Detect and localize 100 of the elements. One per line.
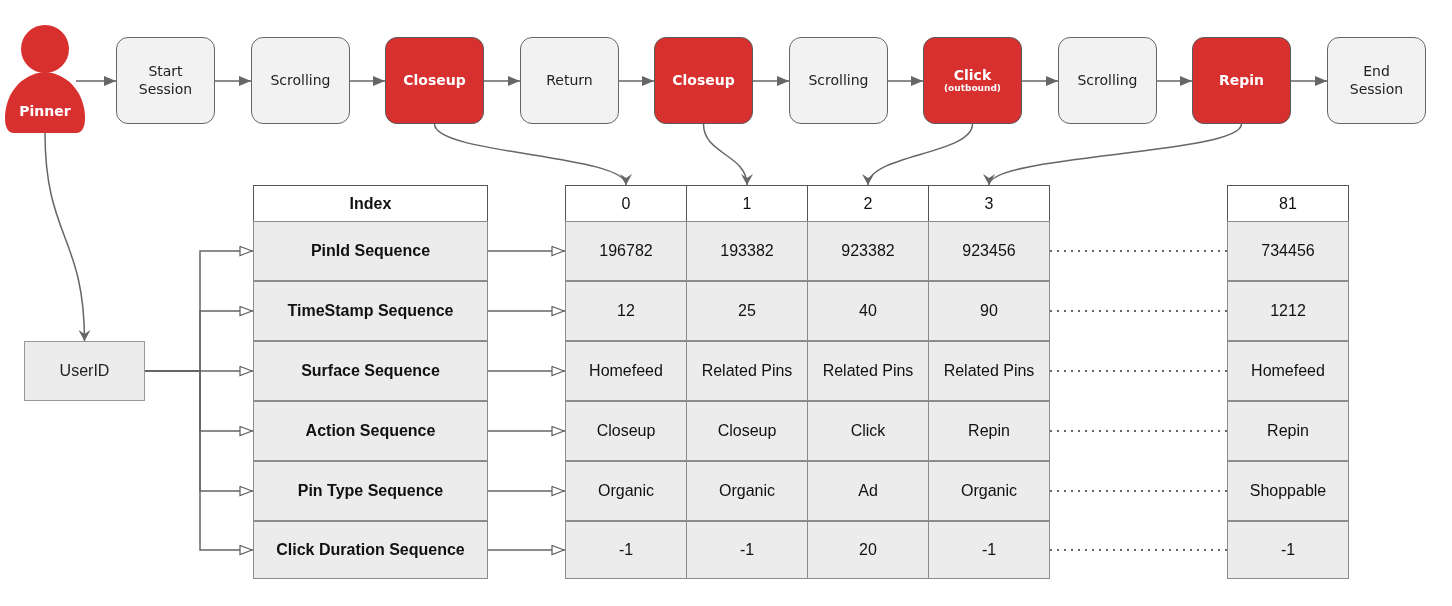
row-header-text: Click Duration Sequence [276,541,465,559]
process-step [520,37,619,124]
table-cell [807,341,929,401]
value-text: 734456 [1261,242,1315,260]
table-cell [565,221,687,281]
value-text: 20 [859,541,877,559]
table-cell [253,521,488,579]
table-cell [686,401,808,461]
row-header-text: PinId Sequence [310,242,431,260]
value-text: 25 [738,302,756,320]
table-cell [928,401,1050,461]
column-number: 3 [984,194,994,213]
arrow [487,365,566,377]
arrow [702,123,752,186]
value-text: -1 [618,541,634,559]
step-label: Closeup [672,71,735,90]
step-label: End Session [1348,63,1405,98]
table-cell [686,341,808,401]
process-step [251,37,350,124]
index-header-text: Index [349,194,392,213]
header-cell [253,185,488,222]
value-text: Organic [719,482,775,500]
value-text: 40 [859,302,877,320]
arrow [487,425,566,437]
table-cell [807,401,929,461]
column-number: 2 [863,194,873,213]
step-label: Click [953,66,992,84]
table-cell [565,521,687,579]
arrow [618,76,655,86]
table-cell [928,521,1050,579]
process-step [1327,37,1426,124]
row-header-text: Pin Type Sequence [297,482,444,500]
table-cell [686,461,808,521]
row-header-text: Action Sequence [305,422,436,440]
value-text: Homefeed [1251,362,1325,380]
value-text: Closeup [717,422,777,440]
arrow [487,305,566,317]
table-cell [807,461,929,521]
arrow [214,76,252,86]
value-text: 196782 [599,242,653,260]
entity-box [24,341,145,401]
arrow [887,76,924,86]
value-text: Ad [858,482,878,500]
arrow [1290,76,1328,86]
column-number: 1 [742,194,752,213]
table-cell [1227,401,1349,461]
arrow [44,132,91,342]
arrow [483,76,521,86]
value-text: Repin [968,422,1010,440]
column-number: 0 [621,194,631,213]
value-text: 923382 [841,242,895,260]
row-header-text: Surface Sequence [301,362,440,380]
value-text: 1212 [1270,302,1306,320]
table-cell [686,221,808,281]
step-label: Scrolling [808,71,869,90]
value-text: Repin [1267,422,1309,440]
arrow [752,76,790,86]
dotted-line [1049,430,1228,432]
table-cell [807,281,929,341]
step-label: Scrolling [1077,71,1138,90]
step-label: Return [546,71,593,90]
arrow [1021,76,1059,86]
person-label: Pinner [19,103,71,120]
value-text: Organic [961,482,1017,500]
action-step [385,37,484,124]
action-step [1192,37,1291,124]
step-label: Repin [1218,71,1265,90]
value-text: Click [850,422,886,440]
table-cell [253,221,488,281]
table-cell [928,281,1050,341]
node-label: UserID [59,362,110,380]
value-text: Related Pins [701,362,793,380]
value-text: Homefeed [589,362,663,380]
value-text: Closeup [596,422,656,440]
value-text: 923456 [962,242,1016,260]
table-cell [1227,341,1349,401]
step-label: Closeup [403,71,466,90]
process-step [116,37,215,124]
dotted-line [1049,310,1228,312]
table-cell [928,461,1050,521]
step-label: Start Session [137,63,194,98]
row-header-text: TimeStamp Sequence [287,302,454,320]
table-cell [928,341,1050,401]
action-step [654,37,753,124]
arrow [865,123,974,186]
arrow [144,370,254,556]
table-cell [565,281,687,341]
table-cell [807,521,929,579]
dotted-line [1049,490,1228,492]
step-note: (outbound) [944,84,1001,95]
header-cell [928,185,1050,222]
table-cell [253,401,488,461]
dotted-line [1049,370,1228,372]
arrow [349,76,386,86]
table-cell [253,281,488,341]
table-cell [928,221,1050,281]
table-cell [1227,521,1349,579]
table-cell [253,461,488,521]
process-step [789,37,888,124]
value-text: Related Pins [822,362,914,380]
